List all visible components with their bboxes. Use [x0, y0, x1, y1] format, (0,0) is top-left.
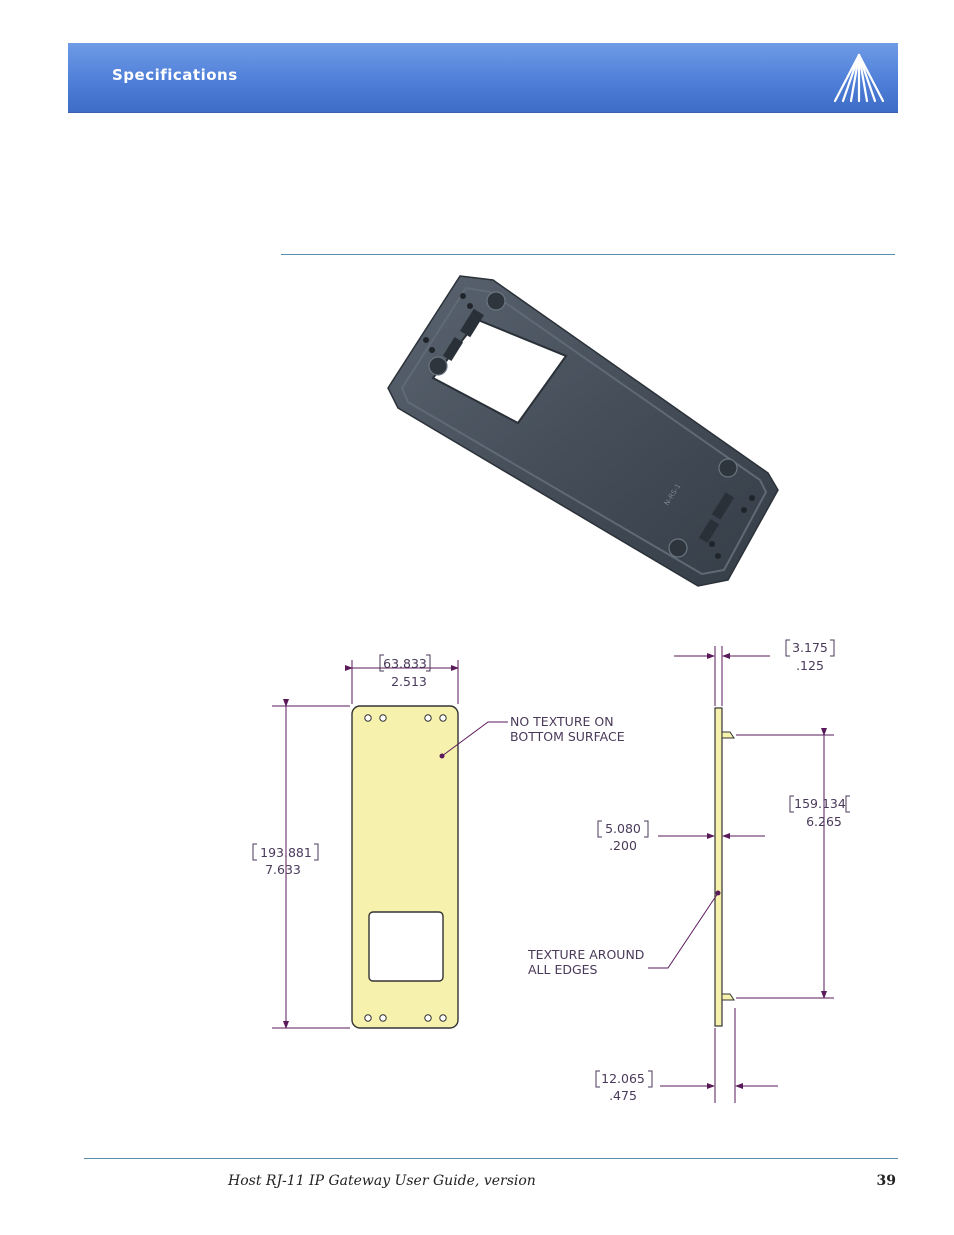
note-texture-edges-line1: TEXTURE AROUND — [527, 947, 644, 962]
tab-spacing-mm-label: 159.134 — [794, 796, 846, 811]
tab-spacing-in-label: 6.265 — [806, 814, 842, 829]
plate-side-view — [714, 707, 723, 1027]
plate-window-cutout — [368, 911, 444, 982]
page-header: Specifications — [68, 43, 898, 113]
note-no-texture-line1: NO TEXTURE ON — [510, 714, 614, 729]
triangle-rays-logo-icon — [833, 53, 885, 103]
header-title: Specifications — [112, 66, 238, 84]
depth-in-label: .475 — [609, 1088, 637, 1103]
offset-in-label: .200 — [609, 838, 637, 853]
footer-guide-title: Host RJ-11 IP Gateway User Guide, versio… — [228, 1173, 536, 1189]
mounting-plate-technical-drawing-icon: 63.833 2.513 193.881 7.633 NO TEXTURE ON… — [252, 639, 850, 1103]
width-mm-label: 63.833 — [383, 656, 427, 671]
note-no-texture-line2: BOTTOM SURFACE — [510, 729, 625, 744]
thickness-in-label: .125 — [796, 658, 824, 673]
thickness-mm-label: 3.175 — [792, 640, 828, 655]
depth-mm-label: 12.065 — [601, 1071, 645, 1086]
footer-divider — [84, 1158, 898, 1159]
note-texture-edges-line2: ALL EDGES — [528, 962, 598, 977]
height-mm-label: 193.881 — [260, 845, 312, 860]
offset-mm-label: 5.080 — [605, 821, 641, 836]
section-divider — [281, 254, 895, 255]
page-number: 39 — [876, 1173, 896, 1189]
width-in-label: 2.513 — [391, 674, 427, 689]
height-in-label: 7.633 — [265, 862, 301, 877]
mounting-plate-photo-icon: N-RS-1 — [387, 275, 779, 587]
